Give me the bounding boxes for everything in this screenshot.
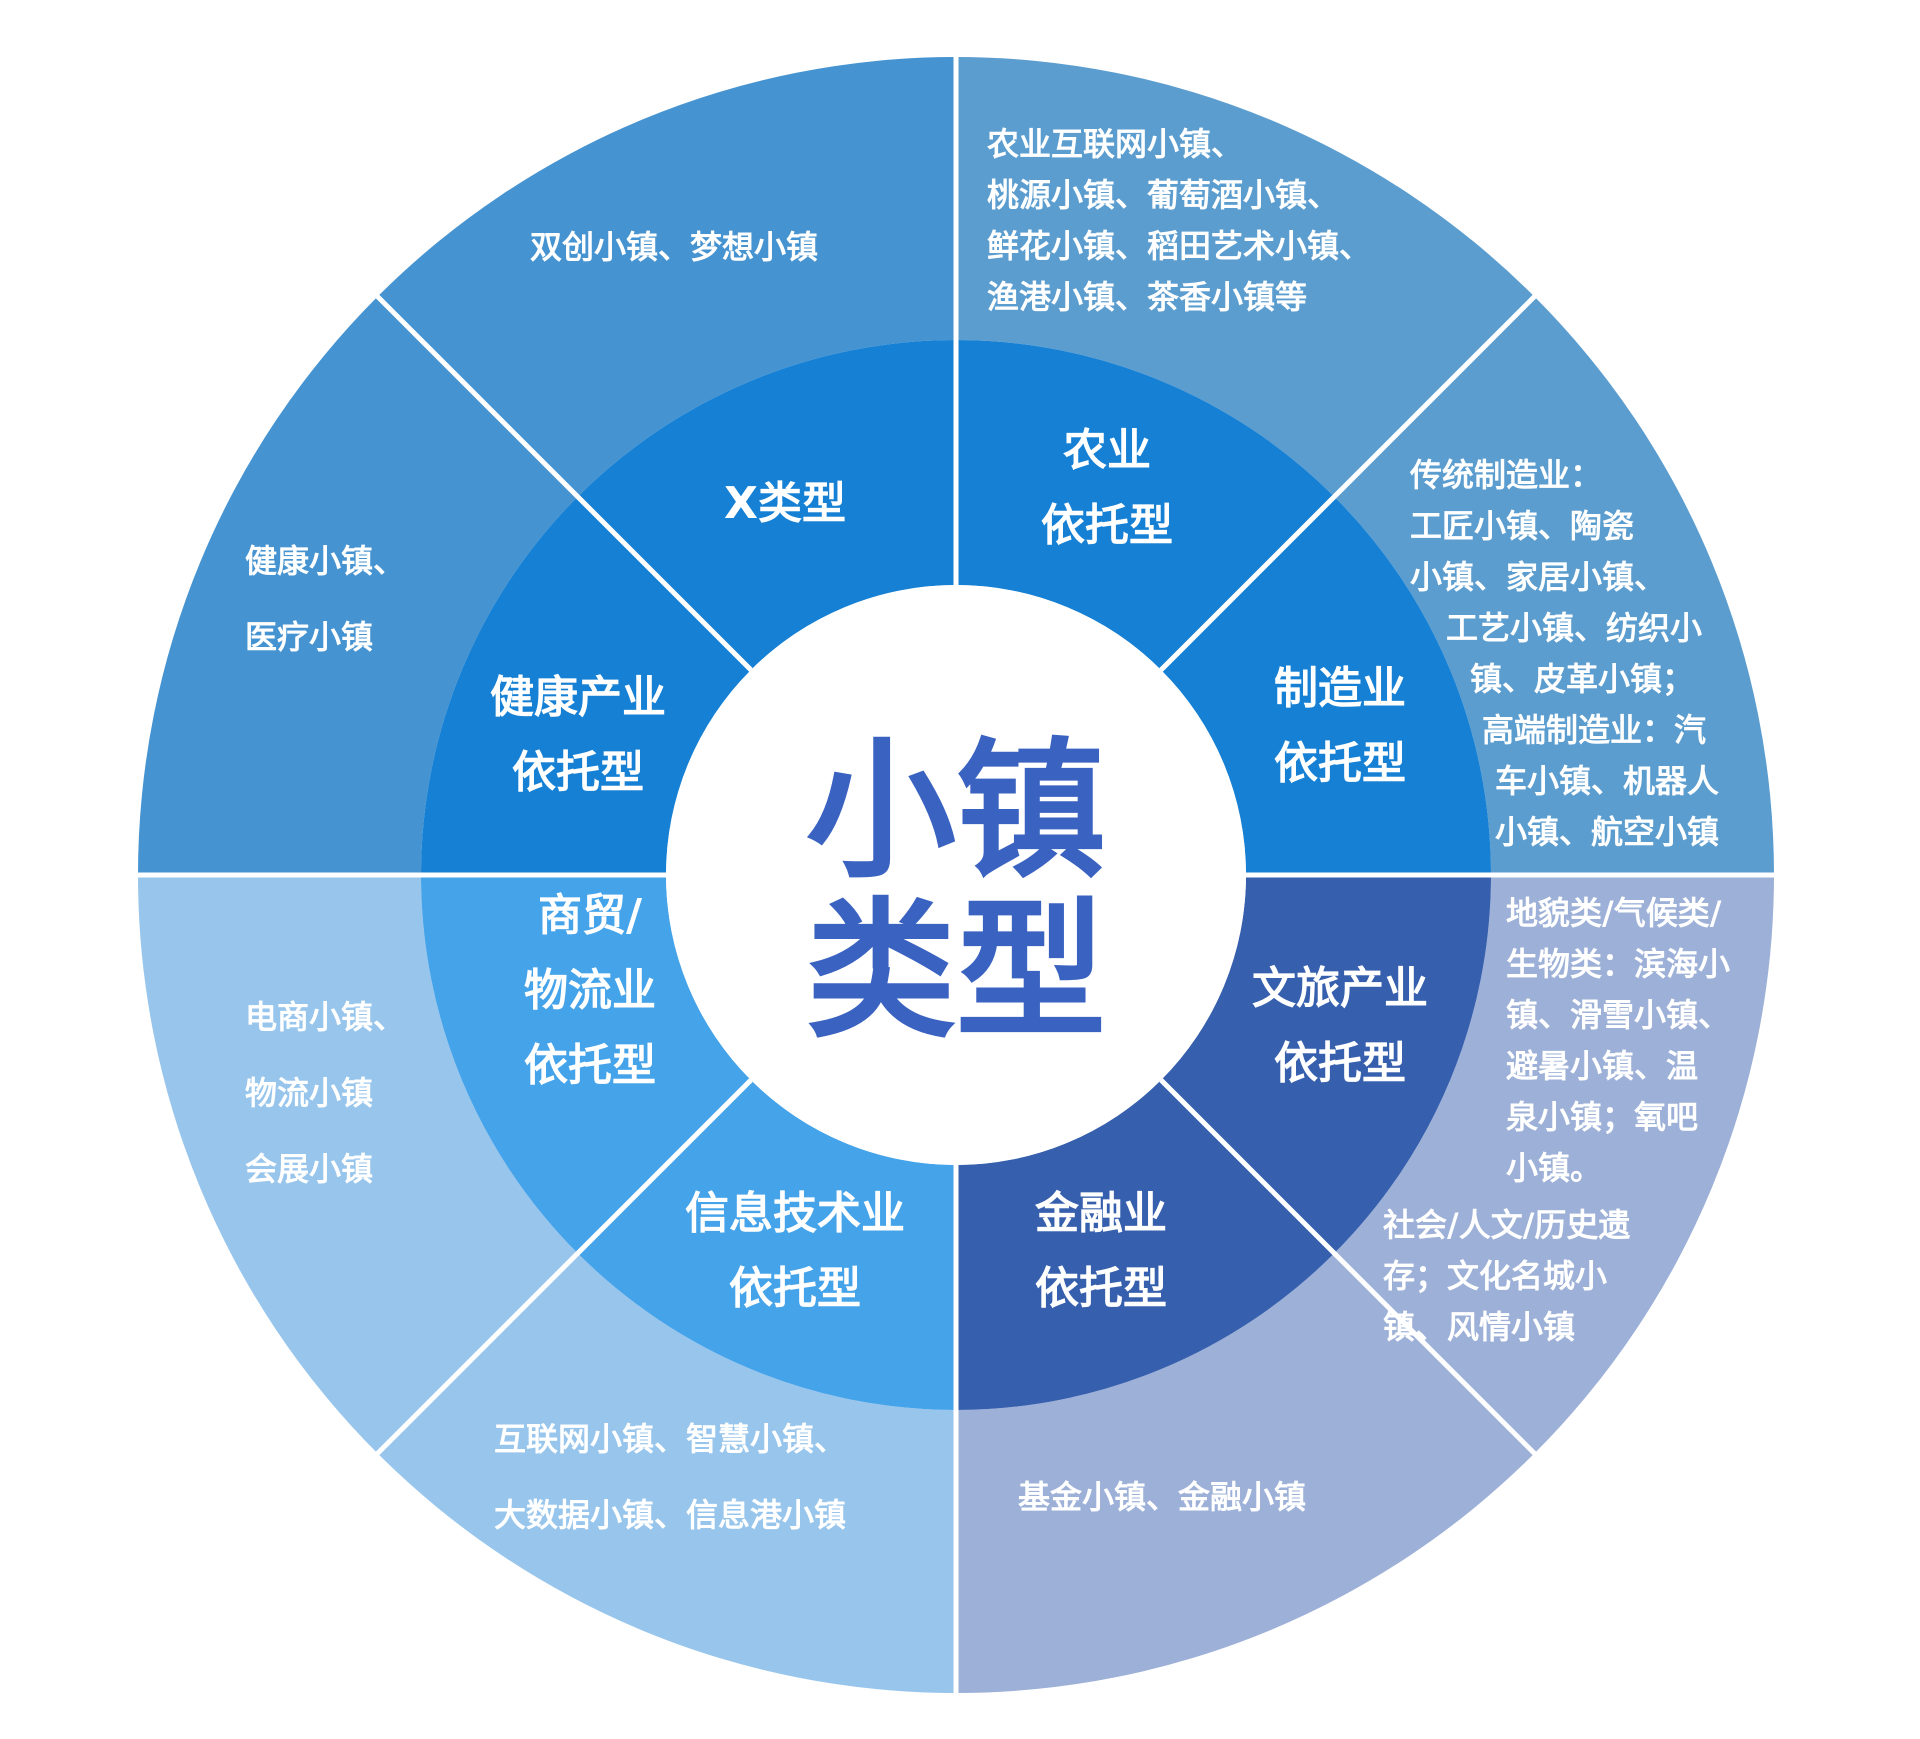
inner-label-commerce-logistics-line-3: 依托型 [524, 1040, 656, 1091]
outer-label-manufacturing-line-2: 工匠小镇、陶瓷 [1410, 507, 1634, 545]
inner-label-it-line-1: 信息技术业 [685, 1188, 905, 1239]
inner-label-commerce-logistics-line-2: 物流业 [524, 965, 656, 1016]
outer-label-culture-tourism-line-8: 存；文化名城小 [1383, 1257, 1607, 1295]
inner-label-agriculture-line-1: 农业 [1063, 425, 1151, 476]
inner-label-x-type-line-1: X类型 [724, 478, 846, 529]
inner-segment-culture-tourism [1161, 875, 1491, 1254]
outer-label-manufacturing-line-3: 小镇、家居小镇、 [1410, 558, 1666, 596]
outer-segment-it [377, 1253, 956, 1693]
outer-label-culture-tourism-line-5: 泉小镇；氧吧 [1506, 1098, 1698, 1136]
inner-label-finance-line-1: 金融业 [1034, 1188, 1167, 1239]
outer-label-agriculture-line-1: 农业互联网小镇、 [987, 125, 1243, 163]
outer-label-manufacturing-line-6: 高端制造业：汽 [1482, 711, 1706, 749]
center-title-line-2: 类型 [806, 885, 1106, 1059]
outer-label-x-type-line-1: 双创小镇、梦想小镇 [530, 228, 818, 266]
inner-segment-health [421, 496, 751, 875]
inner-segment-x-type [577, 340, 956, 670]
inner-label-agriculture-line-2: 依托型 [1041, 500, 1173, 551]
outer-label-health-line-1: 健康小镇、 [245, 542, 405, 580]
center-circle [666, 585, 1246, 1165]
inner-segment-finance [956, 1080, 1335, 1410]
outer-segment-culture-tourism [1334, 875, 1774, 1454]
outer-segment-health [138, 296, 578, 875]
outer-label-manufacturing-line-4: 工艺小镇、纺织小 [1446, 609, 1702, 647]
inner-label-health-line-1: 健康产业 [490, 672, 666, 723]
outer-label-culture-tourism-line-6: 小镇。 [1506, 1149, 1602, 1187]
outer-label-culture-tourism-line-1: 地貌类/气候类/ [1506, 894, 1722, 932]
outer-segment-commerce-logistics [138, 875, 578, 1454]
outer-label-manufacturing-line-7: 车小镇、机器人 [1495, 762, 1719, 800]
outer-label-culture-tourism-line-2: 生物类：滨海小 [1506, 945, 1730, 983]
separator-line-3 [1159, 291, 1540, 672]
inner-segment-it [577, 1080, 956, 1410]
separator-line-5 [1159, 1078, 1540, 1459]
outer-label-commerce-logistics-line-1: 电商小镇、 [245, 998, 405, 1036]
outer-label-culture-tourism-line-4: 避暑小镇、温 [1506, 1047, 1698, 1085]
inner-label-finance-line-2: 依托型 [1035, 1263, 1167, 1314]
inner-label-manufacturing-line-2: 依托型 [1274, 738, 1406, 789]
outer-segment-finance [956, 1253, 1535, 1693]
inner-label-culture-tourism-line-2: 依托型 [1274, 1038, 1406, 1089]
outer-segment-x-type [377, 57, 956, 497]
outer-label-finance-line-1: 基金小镇、金融小镇 [1018, 1478, 1306, 1516]
outer-label-manufacturing-line-5: 镇、皮革小镇； [1470, 660, 1694, 698]
inner-label-culture-tourism-line-1: 文旅产业 [1252, 963, 1428, 1014]
inner-label-it-line-2: 依托型 [729, 1263, 861, 1314]
outer-segment-agriculture [956, 57, 1535, 497]
outer-label-agriculture-line-4: 渔港小镇、茶香小镇等 [987, 278, 1307, 316]
outer-label-agriculture-line-3: 鲜花小镇、稻田艺术小镇、 [987, 227, 1371, 265]
outer-label-manufacturing-line-8: 小镇、航空小镇 [1495, 813, 1719, 851]
outer-label-health-line-2: 医疗小镇 [245, 618, 373, 656]
outer-label-commerce-logistics-line-3: 会展小镇 [245, 1150, 373, 1188]
inner-label-health-line-2: 依托型 [512, 747, 644, 798]
outer-label-culture-tourism-line-3: 镇、滑雪小镇、 [1506, 996, 1730, 1034]
separator-line-7 [372, 1078, 753, 1459]
separator-line-1 [372, 291, 753, 672]
outer-ring [138, 57, 1774, 1693]
outer-label-culture-tourism-line-9: 镇、风情小镇 [1383, 1308, 1575, 1346]
center-title-line-1: 小镇 [806, 725, 1106, 899]
outer-label-commerce-logistics-line-2: 物流小镇 [245, 1074, 373, 1112]
outer-label-it-line-1: 互联网小镇、智慧小镇、 [494, 1420, 846, 1458]
inner-segment-commerce-logistics [421, 875, 751, 1254]
inner-ring [421, 340, 1491, 1410]
inner-label-manufacturing-line-1: 制造业 [1274, 663, 1406, 714]
inner-segment-manufacturing [1161, 496, 1491, 875]
outer-label-it-line-2: 大数据小镇、信息港小镇 [494, 1496, 846, 1534]
separator-lines [134, 53, 1778, 1697]
inner-segment-agriculture [956, 340, 1335, 670]
outer-label-agriculture-line-2: 桃源小镇、葡萄酒小镇、 [987, 176, 1339, 214]
outer-label-manufacturing-line-1: 传统制造业： [1409, 456, 1602, 494]
inner-label-commerce-logistics-line-1: 商贸/ [538, 890, 643, 941]
outer-label-culture-tourism-line-7: 社会/人文/历史遗 [1383, 1206, 1630, 1244]
outer-segment-manufacturing [1334, 296, 1774, 875]
